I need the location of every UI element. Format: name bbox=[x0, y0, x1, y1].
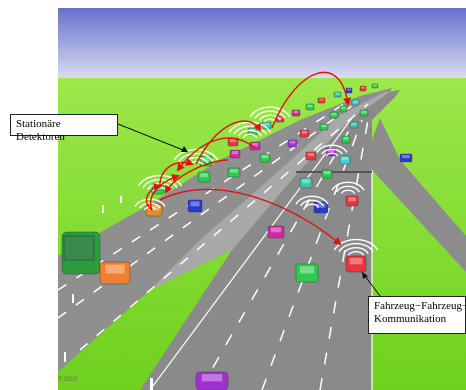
road-left-carriageway bbox=[58, 88, 392, 372]
wave-arc bbox=[343, 246, 369, 254]
car bbox=[229, 149, 241, 159]
sky bbox=[58, 8, 466, 82]
v2v-communication-label: Fahrzeug−Fahrzeug− Kommunikation bbox=[368, 296, 466, 334]
detectors-leader-arrowhead bbox=[181, 146, 188, 152]
car bbox=[99, 261, 131, 285]
wave-arc bbox=[333, 238, 379, 251]
median-strip bbox=[150, 92, 390, 290]
car bbox=[345, 255, 367, 273]
wave-arc bbox=[295, 195, 329, 205]
wave-arc bbox=[242, 133, 258, 139]
car bbox=[287, 139, 298, 148]
lane-markings-right bbox=[199, 119, 369, 390]
car bbox=[197, 171, 211, 183]
wave-arc bbox=[178, 152, 214, 163]
car bbox=[349, 121, 359, 129]
car bbox=[295, 263, 319, 283]
wave-arc bbox=[300, 199, 324, 207]
wave-arc bbox=[304, 203, 320, 209]
arrow-to-red-car bbox=[159, 188, 342, 246]
car bbox=[259, 153, 271, 163]
car bbox=[359, 109, 369, 117]
wave-arc bbox=[137, 174, 183, 187]
wave-arc bbox=[254, 110, 286, 119]
car bbox=[299, 129, 310, 138]
car bbox=[267, 225, 285, 239]
wave-arc bbox=[347, 250, 365, 256]
wave-arc bbox=[316, 144, 348, 153]
v2v-text-line1: Fahrzeug−Fahrzeug− bbox=[374, 300, 466, 312]
wave-arc bbox=[173, 148, 219, 161]
car bbox=[261, 121, 272, 130]
car bbox=[291, 109, 301, 117]
road-exit-ramp bbox=[372, 118, 466, 272]
car bbox=[333, 91, 342, 98]
watermark: © DDG bbox=[58, 377, 78, 383]
car bbox=[227, 167, 241, 178]
detectors-leader-line bbox=[117, 123, 189, 153]
wave-arc bbox=[336, 185, 360, 193]
arrow-down-1 bbox=[145, 183, 162, 211]
truck-cargo bbox=[63, 235, 95, 261]
edge-lines bbox=[149, 117, 373, 390]
wave-arc bbox=[325, 152, 339, 157]
arrow-mid-1 bbox=[195, 120, 261, 165]
car bbox=[299, 177, 313, 189]
wave-arc bbox=[249, 106, 291, 118]
wave-arc bbox=[331, 181, 365, 191]
car bbox=[351, 99, 360, 106]
communication-arrows bbox=[145, 71, 352, 246]
car bbox=[319, 123, 329, 131]
stationary-detectors-label: Stationäre Detektoren bbox=[10, 114, 118, 143]
v2v-text-line2: Kommunikation bbox=[374, 313, 447, 325]
wave-arc bbox=[259, 114, 281, 121]
car bbox=[339, 105, 348, 113]
arrow-short-2 bbox=[165, 159, 229, 194]
arrow-orange bbox=[149, 174, 180, 211]
car bbox=[313, 201, 329, 214]
car bbox=[195, 371, 229, 390]
wave-arc bbox=[238, 129, 262, 137]
car bbox=[317, 97, 326, 104]
wave-arc bbox=[321, 148, 343, 155]
wave-arc bbox=[340, 189, 356, 195]
car bbox=[341, 135, 351, 144]
stationary-detectors-text: Stationäre Detektoren bbox=[16, 118, 65, 143]
car bbox=[345, 195, 359, 207]
car bbox=[305, 103, 315, 111]
v2v-leader-arrowhead bbox=[362, 272, 368, 279]
car bbox=[321, 169, 333, 179]
car bbox=[329, 111, 339, 119]
car bbox=[187, 199, 203, 213]
arrow-long-top bbox=[271, 71, 352, 129]
car bbox=[339, 155, 351, 165]
wave-arc bbox=[134, 198, 166, 207]
wave-arc bbox=[338, 242, 374, 253]
car bbox=[227, 137, 239, 147]
car bbox=[359, 85, 367, 92]
car bbox=[305, 151, 317, 161]
car bbox=[399, 153, 413, 163]
wave-arc bbox=[233, 125, 267, 135]
car bbox=[371, 83, 379, 89]
car bbox=[345, 87, 353, 94]
car bbox=[249, 141, 261, 151]
